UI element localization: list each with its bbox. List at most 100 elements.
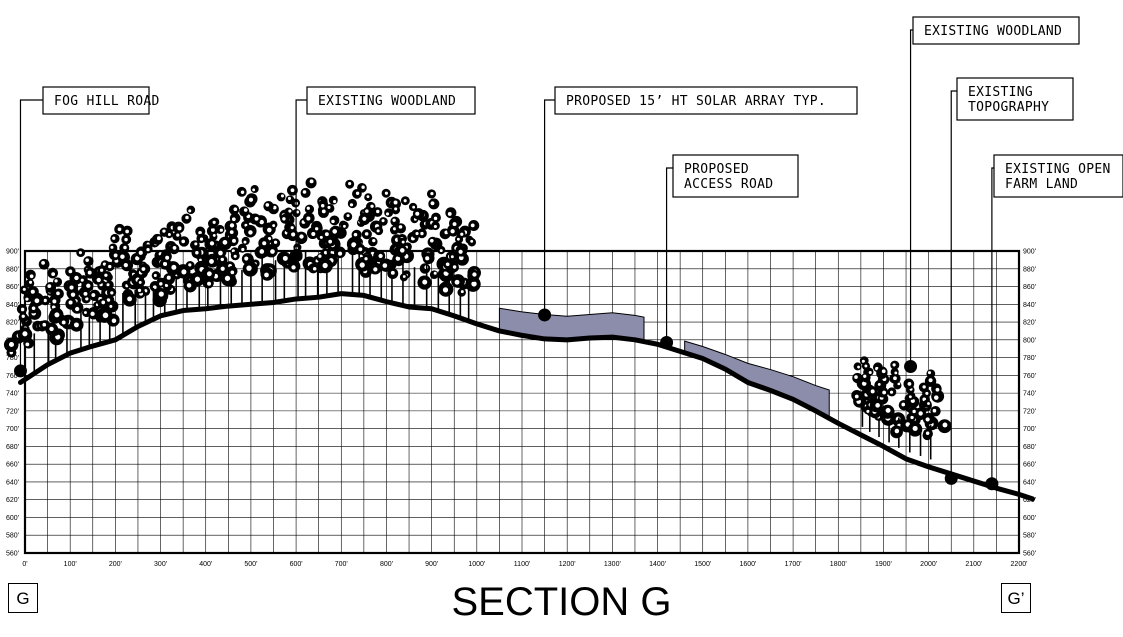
tree-foliage-gap (359, 262, 365, 268)
tree-foliage-gap (230, 270, 235, 275)
tree-foliage-gap (231, 217, 236, 222)
tree-foliage-gap (942, 422, 948, 428)
tree-foliage-gap (332, 229, 338, 234)
tree-foliage-gap (138, 280, 142, 284)
leader-line (19, 99, 43, 371)
tree-foliage-gap (291, 232, 296, 237)
tree-foliage-gap (194, 242, 198, 246)
y-tick-label-left: 580' (6, 533, 19, 540)
tree-foliage-gap (212, 220, 216, 224)
tree-foliage-gap (306, 206, 310, 210)
y-tick-label-right: 800' (1023, 337, 1036, 344)
tree-foliage-gap (894, 428, 900, 434)
x-tick-label: 1100' (514, 561, 530, 568)
tree-foliage (926, 369, 936, 379)
tree-foliage-gap (158, 291, 164, 297)
callout-label: EXISTING WOODLAND (924, 24, 1062, 39)
y-tick-label-right: 880' (1023, 266, 1036, 273)
tree (69, 267, 105, 347)
x-tick-label: 2100' (965, 561, 982, 568)
tree-foliage-gap (110, 291, 114, 295)
tree-foliage-gap (358, 247, 363, 252)
callout-proposed-solar-array: PROPOSED 15’ HT SOLAR ARRAY TYP. (538, 86, 858, 322)
y-tick-label-right: 740' (1023, 391, 1036, 398)
tree-foliage-gap (893, 376, 897, 381)
tree-foliage-gap (113, 253, 118, 258)
tree-foliage-gap (910, 415, 914, 420)
callout-existing-woodland-west: EXISTING WOODLAND (289, 86, 476, 262)
tree-foliage-gap (138, 250, 143, 255)
tree-foliage-gap (8, 341, 15, 348)
callout-label: PROPOSED (684, 162, 749, 177)
callout-label: FARM LAND (1005, 177, 1078, 192)
tree-foliage-gap (861, 359, 865, 363)
tree-foliage-gap (312, 266, 317, 271)
callout-box (993, 154, 1123, 198)
tree-foliage-gap (928, 378, 933, 383)
tree-foliage-gap (22, 331, 28, 337)
tree-foliage-gap (925, 417, 930, 422)
y-tick-label-right: 660' (1023, 462, 1036, 469)
tree-foliage-gap (425, 256, 430, 261)
tree-foliage-gap (146, 248, 150, 252)
tree-foliage-gap (309, 179, 314, 184)
leader-dot (985, 477, 999, 491)
tree-foliage-gap (123, 245, 127, 250)
tree-foliage-gap (333, 200, 337, 204)
tree-foliage-gap (177, 226, 182, 231)
tree-foliage-gap (324, 232, 329, 237)
tree-foliage-gap (125, 229, 129, 234)
tree-foliage-gap (282, 217, 286, 221)
tree-foliage-gap (162, 229, 166, 233)
tree-foliage-gap (400, 248, 405, 253)
tree-foliage-gap (30, 289, 35, 294)
tree-foliage-gap (240, 190, 245, 194)
tree-foliage-gap (243, 208, 248, 212)
tree-foliage-gap (243, 240, 247, 244)
tree-foliage-gap (361, 185, 365, 189)
tree-foliage-gap (392, 227, 397, 231)
tree-foliage-gap (78, 251, 82, 255)
tree-foliage-gap (385, 212, 390, 216)
y-tick-label-right: 860' (1023, 284, 1036, 291)
tree-foliage-gap (430, 238, 434, 243)
tree-foliage-gap (106, 283, 110, 287)
tree-foliage-gap (346, 214, 350, 218)
y-tick-label-right: 640' (1023, 479, 1036, 486)
tree-foliage-gap (80, 278, 84, 282)
tree-foliage-gap (165, 255, 170, 260)
tree-foliage-gap (219, 228, 223, 232)
tree-foliage-gap (272, 205, 277, 210)
x-tick-label: 600' (290, 561, 303, 568)
tree-foliage-gap (854, 394, 859, 399)
tree-foliage-gap (206, 271, 212, 277)
leader-dot (944, 471, 958, 485)
x-tick-label: 1300' (604, 561, 621, 568)
leader-dot (904, 359, 918, 373)
tree-foliage-gap (364, 232, 369, 236)
tree-foliage-gap (901, 402, 906, 407)
tree-foliage-gap (296, 210, 300, 214)
tree-foliage-gap (54, 312, 60, 318)
tree-foliage-gap (290, 188, 295, 193)
tree-foliage-gap (233, 254, 237, 258)
tree-foliage-gap (272, 224, 276, 227)
tree-foliage-gap (366, 195, 370, 199)
tree-foliage-gap (864, 364, 868, 368)
tree-foliage-gap (259, 219, 264, 225)
tree-foliage-gap (194, 276, 201, 282)
tree-foliage-gap (433, 216, 438, 221)
x-tick-label: 1900' (875, 561, 892, 568)
tree-foliage-gap (52, 299, 57, 304)
tree-foliage-gap (68, 300, 73, 305)
tree-foliage-gap (877, 382, 881, 386)
callout-box (956, 77, 1074, 121)
tree-foliage-gap (84, 311, 87, 314)
tree-foliage-gap (34, 298, 40, 304)
callout-label: EXISTING OPEN (1005, 162, 1111, 177)
tree-foliage-gap (232, 238, 236, 243)
x-tick-label: 1500' (694, 561, 711, 568)
x-tick-label: 1600' (739, 561, 756, 568)
